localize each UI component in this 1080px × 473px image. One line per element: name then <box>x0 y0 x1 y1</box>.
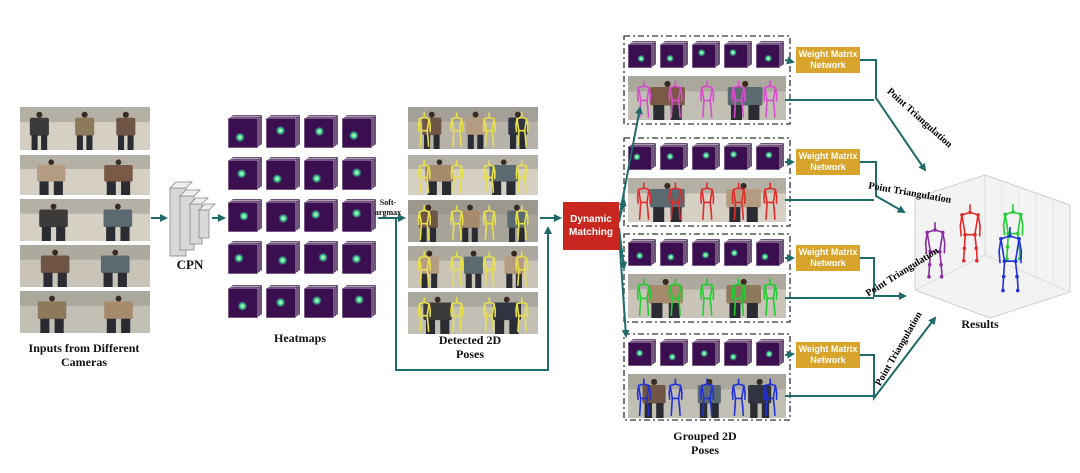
results-joint-3-1 <box>1011 210 1015 214</box>
heatmap-tile-2-1 <box>228 157 262 190</box>
dynamic-matching-box: Dynamic Matching <box>563 202 619 250</box>
results-joint-4-1 <box>1008 234 1012 238</box>
camera-input-image-3 <box>20 199 150 241</box>
results-joint-2-7 <box>974 247 978 251</box>
results-joint-4-4 <box>1003 259 1007 263</box>
cpn-label: CPN <box>168 258 212 273</box>
results-joint-1-7 <box>939 263 943 267</box>
results-joint-2-3 <box>976 213 980 217</box>
camera-inputs <box>20 107 150 333</box>
camera-input-image-1 <box>20 107 150 150</box>
group-3-heatmap-2 <box>660 239 688 266</box>
heatmap-tile-1-1 <box>228 115 262 148</box>
weight-matrix-box-2: Weight Matrix Network <box>796 149 860 175</box>
group-1-heatmap-3 <box>692 41 720 68</box>
heatmap-tile-3-3 <box>304 199 338 232</box>
cpn-network-icon <box>170 182 215 256</box>
inputs-label: Inputs from Different Cameras <box>22 342 146 370</box>
weight-matrix-box-1: Weight Matrix Network <box>796 47 860 73</box>
results-joint-4-8 <box>1001 289 1005 293</box>
group-3-heatmap-3 <box>692 239 720 266</box>
heatmap-tile-5-4 <box>342 285 376 318</box>
group-2-heatmap-2 <box>660 143 688 170</box>
group-4-heatmap-4 <box>724 339 752 366</box>
heatmap-tile-4-4 <box>342 241 376 274</box>
group-1-heatmap-5 <box>756 41 784 68</box>
heatmaps-label: Heatmaps <box>250 332 350 346</box>
group-1-heatmap-4 <box>724 41 752 68</box>
heatmap-tile-4-1 <box>228 241 262 274</box>
weight-matrix-box-3: Weight Matrix Network <box>796 245 860 271</box>
group-4-heatmap-5 <box>756 339 784 366</box>
heatmaps-grid <box>228 115 376 318</box>
group-2-heatmap-5 <box>756 143 784 170</box>
heatmap-tile-2-3 <box>304 157 338 190</box>
detected-poses-label: Detected 2D Poses <box>430 334 510 362</box>
group-4-heatmap-1 <box>628 339 656 366</box>
results-joint-4-3 <box>1017 237 1021 241</box>
group-2-heatmap-3 <box>692 143 720 170</box>
results-joint-2-5 <box>973 233 977 237</box>
results-joint-1-8 <box>927 275 931 279</box>
group-4-heatmap-3 <box>692 339 720 366</box>
results-joint-4-2 <box>999 237 1003 241</box>
results-joint-2-4 <box>963 233 967 237</box>
group-1-heatmap-1 <box>628 41 656 68</box>
results-joint-3-3 <box>1019 213 1023 217</box>
results-joint-4-7 <box>1015 275 1019 279</box>
results-label: Results <box>950 318 1010 332</box>
results-joint-1-1 <box>933 228 937 232</box>
heatmap-tile-3-2 <box>266 199 300 232</box>
results-joint-1-2 <box>925 231 929 235</box>
heatmap-tile-4-2 <box>266 241 300 274</box>
results-joint-2-8 <box>962 259 966 263</box>
soft-argmax-label: Soft-argmax <box>368 198 408 218</box>
results-joint-1-3 <box>941 231 945 235</box>
heatmap-tile-3-1 <box>228 199 262 232</box>
heatmap-tile-1-2 <box>266 115 300 148</box>
heatmap-tile-5-1 <box>228 285 262 318</box>
detected-poses-grid <box>408 107 538 334</box>
heatmap-tile-5-3 <box>304 285 338 318</box>
results-joint-3-6 <box>1006 245 1010 249</box>
group-3-heatmap-5 <box>756 239 784 266</box>
results-joint-4-6 <box>1002 275 1006 279</box>
results-joint-2-1 <box>968 211 972 215</box>
results-joint-2-9 <box>975 259 979 263</box>
results-joint-2-2 <box>960 213 964 217</box>
results-joint-4-9 <box>1016 289 1020 293</box>
results-joint-3-5 <box>1016 232 1020 236</box>
grouped-poses-label: Grouped 2D Poses <box>660 430 750 458</box>
group-2-heatmap-4 <box>724 143 752 170</box>
grouped-poses <box>624 36 790 420</box>
arrow-group-to-weight-1 <box>785 60 793 62</box>
group-3-heatmap-4 <box>724 239 752 266</box>
results-joint-3-2 <box>1003 213 1007 217</box>
heatmap-tile-1-4 <box>342 115 376 148</box>
cpn-block-4 <box>199 204 215 238</box>
results-joint-4-5 <box>1014 259 1018 263</box>
group-3-heatmap-1 <box>628 239 656 266</box>
heatmap-tile-2-4 <box>342 157 376 190</box>
group-4-heatmap-2 <box>660 339 688 366</box>
weight-matrix-box-4: Weight Matrix Network <box>796 342 860 368</box>
results-joint-2-6 <box>963 247 967 251</box>
heatmap-tile-2-2 <box>266 157 300 190</box>
camera-input-image-5 <box>20 291 150 333</box>
camera-input-image-4 <box>20 245 150 287</box>
heatmap-tile-4-3 <box>304 241 338 274</box>
results-joint-1-9 <box>940 275 944 279</box>
group-1-heatmap-2 <box>660 41 688 68</box>
heatmap-tile-1-3 <box>304 115 338 148</box>
heatmap-tile-5-2 <box>266 285 300 318</box>
arrow-group-to-weight-4 <box>785 354 793 355</box>
results-joint-1-6 <box>928 263 932 267</box>
camera-input-image-2 <box>20 155 150 195</box>
